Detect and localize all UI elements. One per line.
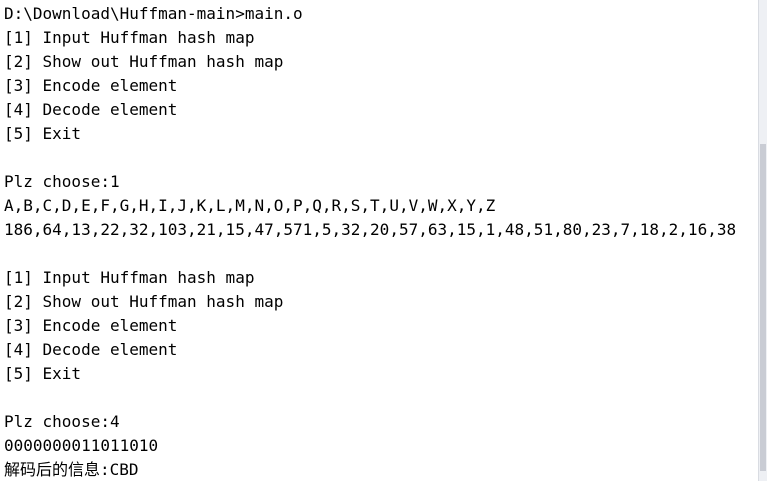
prompt-line: D:\Download\Huffman-main>main.o	[4, 4, 303, 23]
choose-prompt-4: Plz choose:4	[4, 412, 120, 431]
menu-item-5: [5] Exit	[4, 364, 82, 383]
frequencies-input-line: 186,64,13,22,32,103,21,15,47,571,5,32,20…	[4, 220, 737, 239]
menu-item-2: [2] Show out Huffman hash map	[4, 292, 284, 311]
menu-item-5: [5] Exit	[4, 124, 82, 143]
menu-item-1: [1] Input Huffman hash map	[4, 268, 255, 287]
menu-item-1: [1] Input Huffman hash map	[4, 28, 255, 47]
decoded-message-line: 解码后的信息:CBD	[4, 460, 139, 479]
letters-input-line: A,B,C,D,E,F,G,H,I,J,K,L,M,N,O,P,Q,R,S,T,…	[4, 196, 496, 215]
menu-item-3: [3] Encode element	[4, 76, 178, 95]
blank-line	[4, 386, 758, 410]
blank-line	[4, 242, 758, 266]
binary-input-line: 0000000011011010	[4, 436, 159, 455]
menu-item-3: [3] Encode element	[4, 316, 178, 335]
choose-prompt-1: Plz choose:1	[4, 172, 120, 191]
menu-item-4: [4] Decode element	[4, 340, 178, 359]
scrollbar-thumb[interactable]	[760, 144, 766, 472]
menu-item-4: [4] Decode element	[4, 100, 178, 119]
scrollbar[interactable]	[758, 0, 767, 481]
menu-item-2: [2] Show out Huffman hash map	[4, 52, 284, 71]
blank-line	[4, 146, 758, 170]
